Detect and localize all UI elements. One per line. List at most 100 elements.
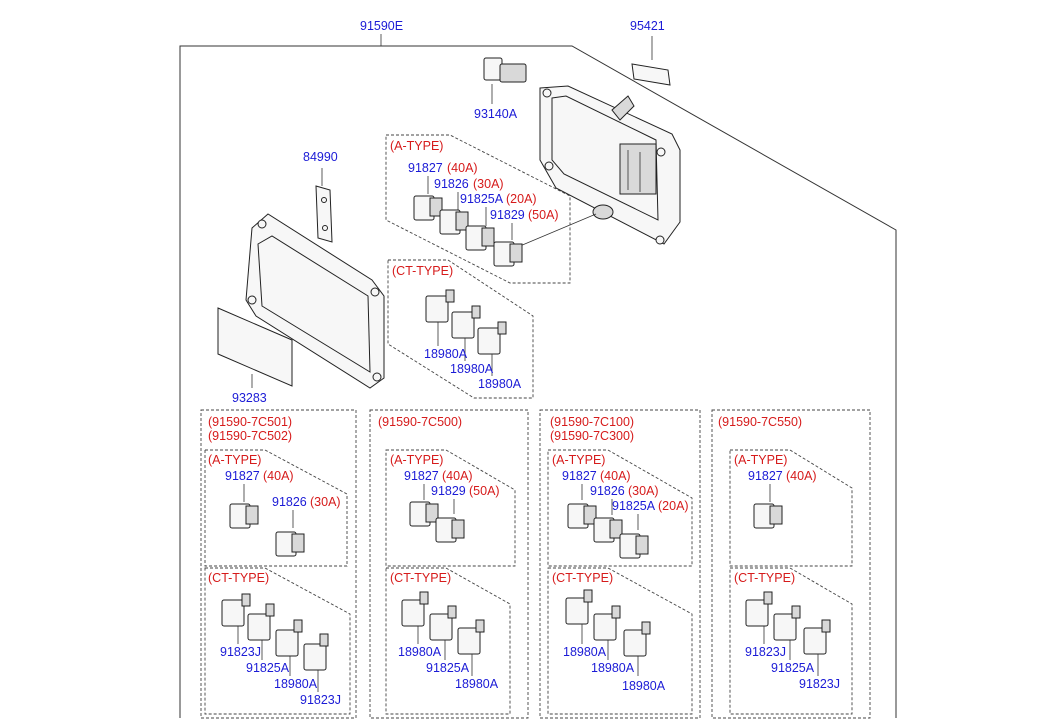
variant3-ct-relay-2: [593, 605, 621, 660]
main-a-fuse-4: [493, 223, 523, 267]
variant-7c500-box: (91590-7C500) (A-TYPE) 91827 (40A) 91829…: [369, 409, 529, 719]
variant2-ct-pn-3[interactable]: 18980A: [455, 677, 499, 691]
variant1-ct-pn-2[interactable]: 91825A: [246, 661, 290, 675]
variant1-code-2[interactable]: (91590-7C502): [208, 429, 292, 443]
main-ct-relay-3: [477, 321, 507, 376]
main-a-fuse-2: [439, 192, 469, 235]
variant2-ct-relay-2: [429, 605, 457, 660]
variant3-ct-header[interactable]: (CT-TYPE): [552, 571, 613, 585]
variant3-a-amp-1[interactable]: (40A): [600, 469, 631, 483]
label-95421[interactable]: 95421: [630, 19, 665, 33]
label-93140a[interactable]: 93140A: [474, 107, 518, 121]
variant1-code-1[interactable]: (91590-7C501): [208, 415, 292, 429]
variant3-a-pn-1[interactable]: 91827: [562, 469, 597, 483]
variant2-code-1[interactable]: (91590-7C500): [378, 415, 462, 429]
variant4-ct-pn-2[interactable]: 91825A: [771, 661, 815, 675]
relay-box-cover-part: [245, 213, 385, 389]
variant2-a-amp-1[interactable]: (40A): [442, 469, 473, 483]
variant1-a-header[interactable]: (A-TYPE): [208, 453, 261, 467]
variant4-ct-pn-3[interactable]: 91823J: [799, 677, 840, 691]
variant2-ct-relay-1: [401, 591, 429, 644]
variant3-fuse-1: [567, 484, 597, 529]
variant3-fuse-3: [619, 514, 649, 559]
main-ct-relay-2: [451, 305, 481, 361]
relay-box-housing-part: [519, 85, 681, 247]
variant1-ct-pn-4[interactable]: 91823J: [300, 693, 341, 707]
main-a-amp-20a[interactable]: (20A): [506, 192, 537, 206]
main-ct-pn-1[interactable]: 18980A: [424, 347, 468, 361]
main-ct-type-header[interactable]: (CT-TYPE): [392, 264, 453, 278]
main-a-amp-30a[interactable]: (30A): [473, 177, 504, 191]
variant2-ct-relay-3: [457, 619, 485, 676]
label-sheet-93283-part: [217, 307, 293, 388]
main-a-pn-91826[interactable]: 91826: [434, 177, 469, 191]
variant1-a-pn-2[interactable]: 91826: [272, 495, 307, 509]
variant4-ct-pn-1[interactable]: 91823J: [745, 645, 786, 659]
variant2-fuse-1: [409, 484, 439, 527]
main-ct-type-box: (CT-TYPE) 18980A 18980A 18980A: [387, 259, 534, 399]
bracket-84990-part: [315, 168, 333, 243]
variant2-fuse-2: [435, 499, 465, 543]
variant3-ct-pn-3[interactable]: 18980A: [622, 679, 666, 693]
variant2-ct-pn-2[interactable]: 91825A: [426, 661, 470, 675]
variant4-fuse-1: [753, 484, 783, 529]
variant3-a-header[interactable]: (A-TYPE): [552, 453, 605, 467]
variant1-ct-pn-3[interactable]: 18980A: [274, 677, 318, 691]
variant3-ct-relay-3: [623, 621, 651, 676]
assembly-frame: [179, 34, 897, 718]
variant4-ct-header[interactable]: (CT-TYPE): [734, 571, 795, 585]
variant1-ct-relay-2: [247, 603, 275, 660]
variant3-a-amp-2[interactable]: (30A): [628, 484, 659, 498]
variant-7c501-box: (91590-7C501) (91590-7C502) (A-TYPE) 918…: [200, 409, 357, 719]
main-a-amp-50a[interactable]: (50A): [528, 208, 559, 222]
variant3-ct-pn-2[interactable]: 18980A: [591, 661, 635, 675]
variant1-fuse-1: [229, 484, 259, 529]
variant4-code-1[interactable]: (91590-7C550): [718, 415, 802, 429]
label-91590e[interactable]: 91590E: [360, 19, 403, 33]
variant2-ct-header[interactable]: (CT-TYPE): [390, 571, 451, 585]
main-a-amp-40a[interactable]: (40A): [447, 161, 478, 175]
main-a-pn-91829[interactable]: 91829: [490, 208, 525, 222]
label-84990[interactable]: 84990: [303, 150, 338, 164]
variant3-code-2[interactable]: (91590-7C300): [550, 429, 634, 443]
variant4-a-amp-1[interactable]: (40A): [786, 469, 817, 483]
variant1-a-amp-1[interactable]: (40A): [263, 469, 294, 483]
variant1-ct-relay-1: [221, 593, 251, 644]
variant2-a-amp-2[interactable]: (50A): [469, 484, 500, 498]
variant2-a-pn-1[interactable]: 91827: [404, 469, 439, 483]
variant2-ct-pn-1[interactable]: 18980A: [398, 645, 442, 659]
main-ct-pn-3[interactable]: 18980A: [478, 377, 522, 391]
variant1-ct-header[interactable]: (CT-TYPE): [208, 571, 269, 585]
variant2-a-pn-2[interactable]: 91829: [431, 484, 466, 498]
main-a-type-box: (A-TYPE) 91827 (40A) 91826 (30A) 91825A …: [385, 134, 571, 284]
variant4-ct-relay-2: [773, 605, 801, 660]
variant3-code-1[interactable]: (91590-7C100): [550, 415, 634, 429]
main-ct-relay-1: [425, 289, 455, 346]
main-a-pn-91825a[interactable]: 91825A: [460, 192, 504, 206]
variant1-a-amp-2[interactable]: (30A): [310, 495, 341, 509]
variant3-fuse-2: [593, 499, 623, 543]
variant3-a-pn-2[interactable]: 91826: [590, 484, 625, 498]
connector-93140a-part: [483, 57, 527, 104]
variant4-ct-relay-3: [803, 619, 831, 676]
variant3-ct-pn-1[interactable]: 18980A: [563, 645, 607, 659]
main-a-fuse-3: [465, 207, 495, 251]
variant3-a-amp-3[interactable]: (20A): [658, 499, 689, 513]
main-a-type-header[interactable]: (A-TYPE): [390, 139, 443, 153]
variant4-a-header[interactable]: (A-TYPE): [734, 453, 787, 467]
main-a-fuse-1: [413, 176, 443, 221]
variant1-fuse-2: [275, 510, 305, 557]
main-ct-pn-2[interactable]: 18980A: [450, 362, 494, 376]
variant1-a-pn-1[interactable]: 91827: [225, 469, 260, 483]
variant4-a-pn-1[interactable]: 91827: [748, 469, 783, 483]
variant3-ct-relay-1: [565, 589, 593, 644]
variant2-a-header[interactable]: (A-TYPE): [390, 453, 443, 467]
label-93283[interactable]: 93283: [232, 391, 267, 405]
variant1-ct-pn-1[interactable]: 91823J: [220, 645, 261, 659]
variant3-a-pn-3[interactable]: 91825A: [612, 499, 656, 513]
variant1-ct-relay-3: [275, 619, 303, 676]
main-a-pn-91827[interactable]: 91827: [408, 161, 443, 175]
variant4-ct-relay-1: [745, 591, 773, 644]
variant-7c100-box: (91590-7C100) (91590-7C300) (A-TYPE) 918…: [539, 409, 701, 719]
